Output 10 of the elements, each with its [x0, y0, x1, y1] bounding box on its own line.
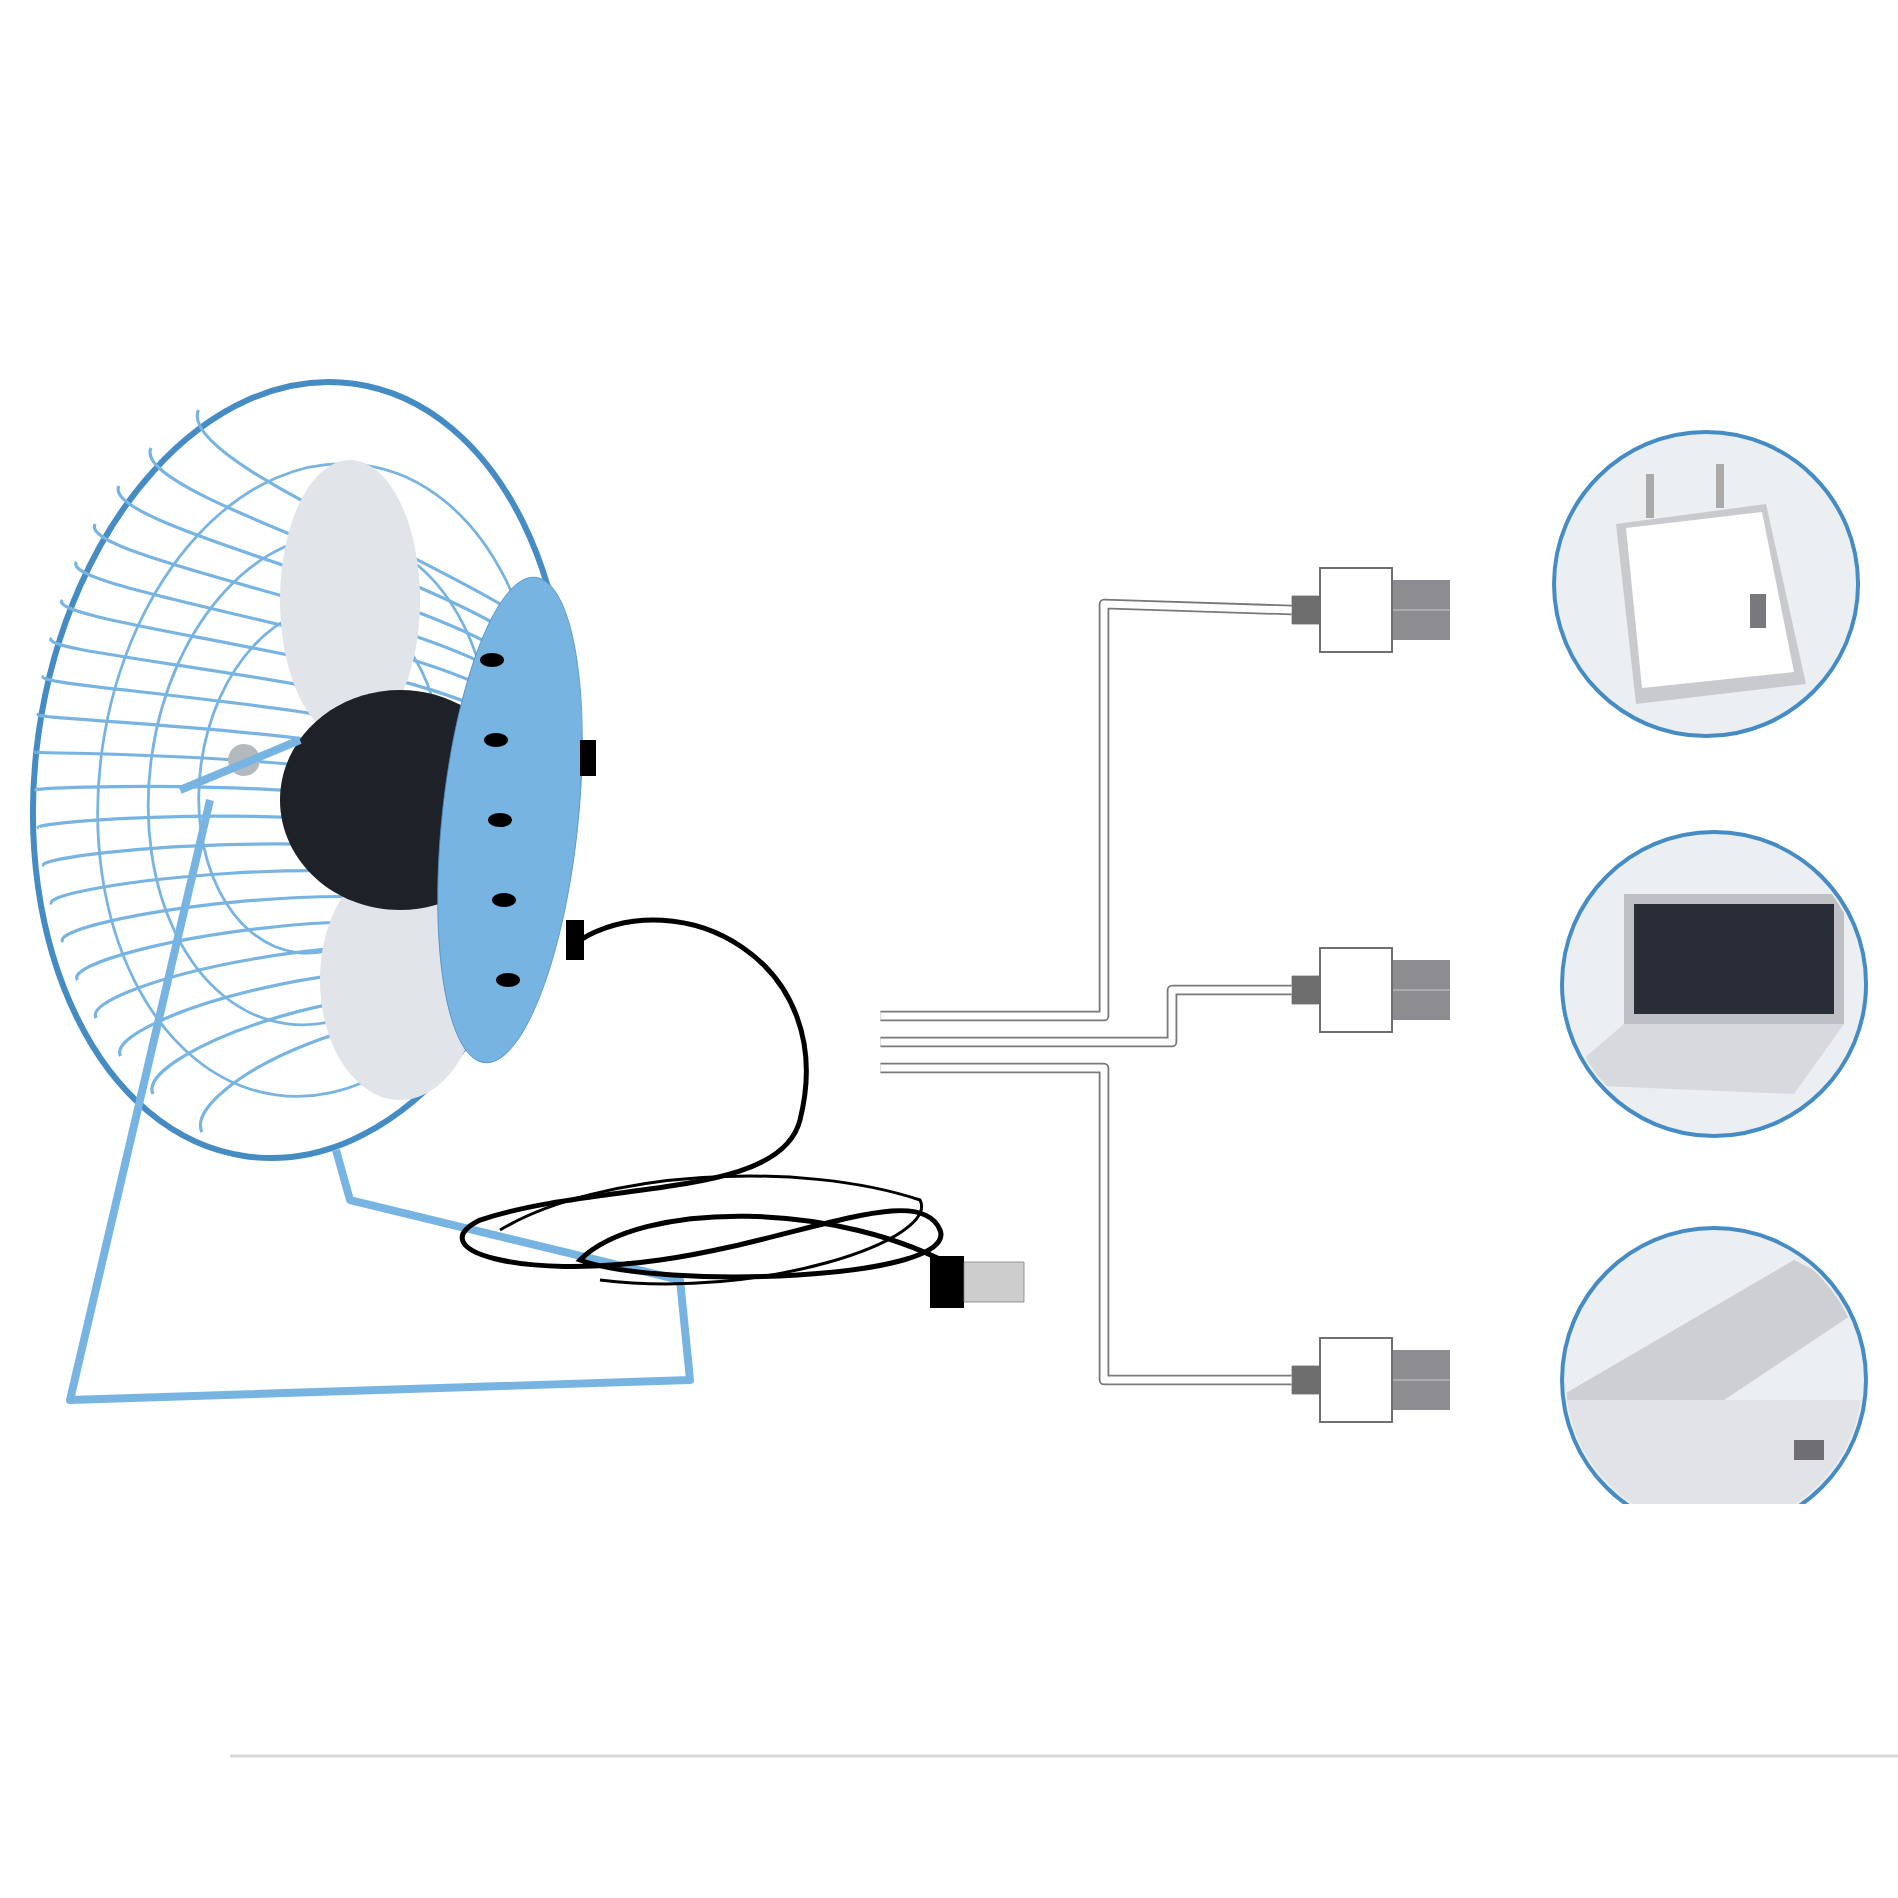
usb-plug-drawing — [1291, 567, 1451, 653]
cable-line — [880, 1062, 1292, 1386]
laptop-picture — [1560, 830, 1869, 1138]
usb-plug-drawing — [1291, 1337, 1451, 1423]
cable-line — [880, 984, 1292, 1048]
usb-plug-drawing — [1291, 947, 1451, 1033]
fan-drawing — [30, 379, 1025, 1404]
charger-picture — [1552, 430, 1861, 738]
cable-line — [880, 598, 1292, 1022]
power-bank-picture — [1560, 1226, 1869, 1504]
